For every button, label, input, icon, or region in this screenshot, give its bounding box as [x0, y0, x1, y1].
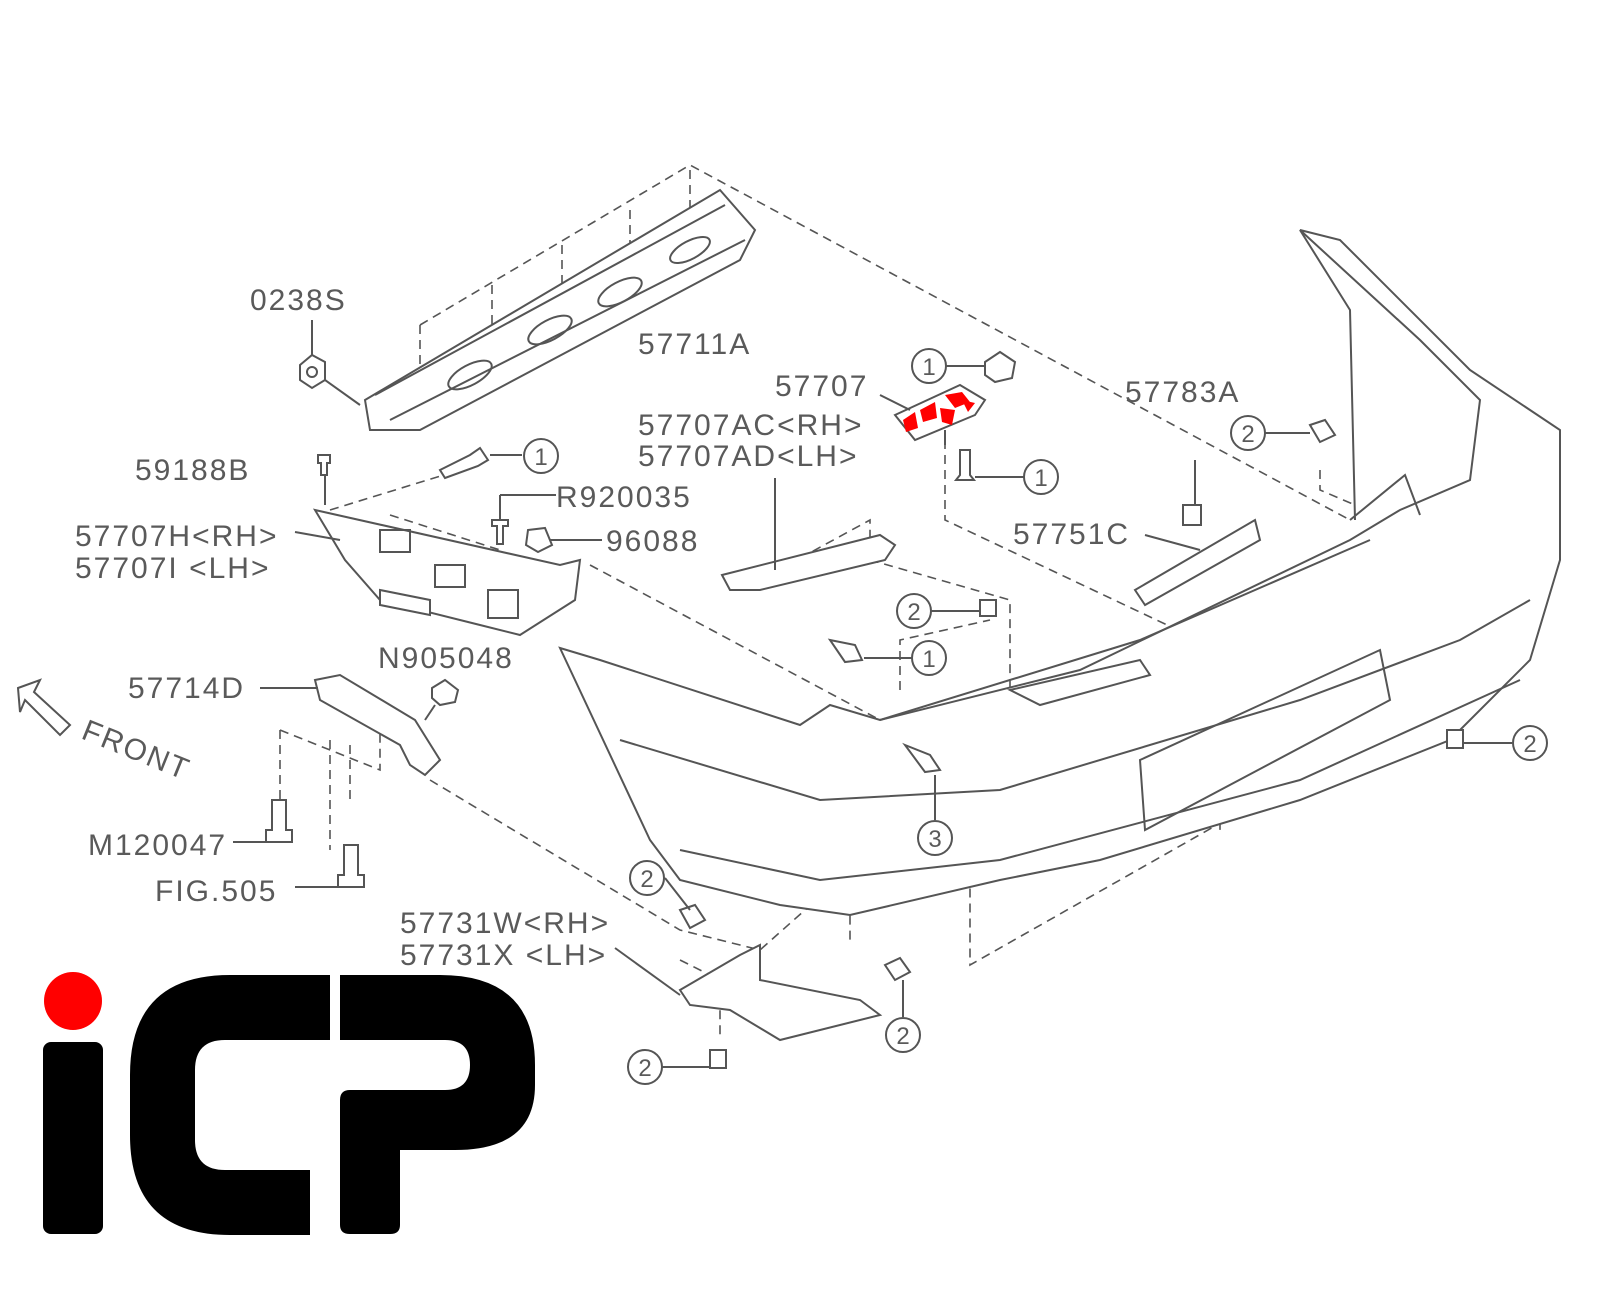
logo-letter-p [340, 975, 535, 1234]
callout-2: 2 [1230, 415, 1266, 451]
label-57707ad: 57707AD<LH> [638, 440, 859, 473]
screw-icon [438, 446, 490, 480]
svg-text:2: 2 [907, 599, 920, 626]
rear-bumper-cover [558, 229, 1561, 917]
part-57711a-beam [363, 188, 757, 431]
label-r920035: R920035 [556, 481, 692, 514]
label-m120047: M120047 [88, 829, 227, 862]
callout-1: 1 [911, 348, 947, 384]
part-59188b-clip [317, 454, 331, 476]
logo-letter-c [130, 975, 330, 1235]
part-n905048-nut [431, 678, 460, 707]
part-r920035-rivet [491, 519, 509, 545]
part-57751c-retainer [1133, 518, 1262, 607]
part-57714d-bracket [313, 673, 442, 777]
svg-text:1: 1 [1034, 465, 1047, 492]
part-57783a-clip [1182, 504, 1202, 526]
part-m120047-bolt [265, 799, 293, 843]
clip-icon [979, 599, 997, 617]
svg-text:1: 1 [534, 444, 547, 471]
part-57707-highlighted-bracket [879, 350, 1024, 481]
label-57731w: 57731W<RH> [400, 907, 610, 940]
part-96088-clip [524, 526, 554, 554]
label-59188b: 59188B [135, 454, 250, 487]
label-57711a: 57711A [638, 328, 751, 361]
clip-icon [678, 903, 707, 930]
part-labels: 0238S 57711A 57707 57707AC<RH> 57707AD<L… [75, 284, 1240, 972]
label-57751c: 57751C [1013, 518, 1130, 551]
callout-3: 3 [917, 820, 953, 856]
label-57783a: 57783A [1125, 376, 1240, 409]
clip-icon [1308, 418, 1337, 444]
callout-2: 2 [885, 1017, 921, 1053]
label-57707ac: 57707AC<RH> [638, 409, 863, 442]
callout-1: 1 [523, 438, 559, 474]
callout-2: 2 [627, 1049, 663, 1085]
callouts: 1 1 1 1 2 2 2 2 2 2 3 [523, 348, 1548, 1085]
svg-text:2: 2 [640, 866, 653, 893]
clip-icon [1446, 729, 1464, 749]
label-0238s: 0238S [250, 284, 347, 317]
part-0238s-nut [299, 320, 361, 406]
screw-icon [902, 742, 942, 774]
svg-text:1: 1 [922, 354, 935, 381]
label-96088: 96088 [606, 525, 699, 558]
label-57731x: 57731X <LH> [400, 939, 607, 972]
part-fig505-bolt [337, 844, 365, 888]
logo-letter-i [43, 1042, 103, 1234]
icp-logo [43, 972, 535, 1235]
svg-text:1: 1 [922, 646, 935, 673]
label-57707h: 57707H<RH> [75, 520, 278, 553]
callout-1: 1 [911, 640, 947, 676]
front-label: FRONT [77, 714, 194, 787]
part-57731w-bracket [678, 943, 883, 1042]
part-57707h-side-bracket [294, 470, 582, 637]
svg-text:2: 2 [896, 1023, 909, 1050]
label-57707i: 57707I <LH> [75, 552, 270, 585]
clip-icon [883, 956, 912, 982]
screw-icon [827, 638, 864, 664]
callout-2: 2 [1512, 725, 1548, 761]
logo-red-dot [44, 972, 102, 1030]
label-n905048: N905048 [378, 642, 514, 675]
svg-text:2: 2 [638, 1055, 651, 1082]
clip-icon [709, 1049, 727, 1069]
part-57707ac-strip [720, 533, 897, 591]
label-fig505: FIG.505 [155, 875, 277, 908]
svg-text:2: 2 [1241, 421, 1254, 448]
callout-2: 2 [896, 593, 932, 629]
callout-2: 2 [629, 860, 665, 896]
svg-text:2: 2 [1523, 731, 1536, 758]
label-57707: 57707 [775, 370, 868, 403]
svg-text:3: 3 [928, 826, 941, 853]
callout-1: 1 [1023, 459, 1059, 495]
label-57714d: 57714D [128, 672, 245, 705]
leader-57731w [614, 947, 681, 996]
